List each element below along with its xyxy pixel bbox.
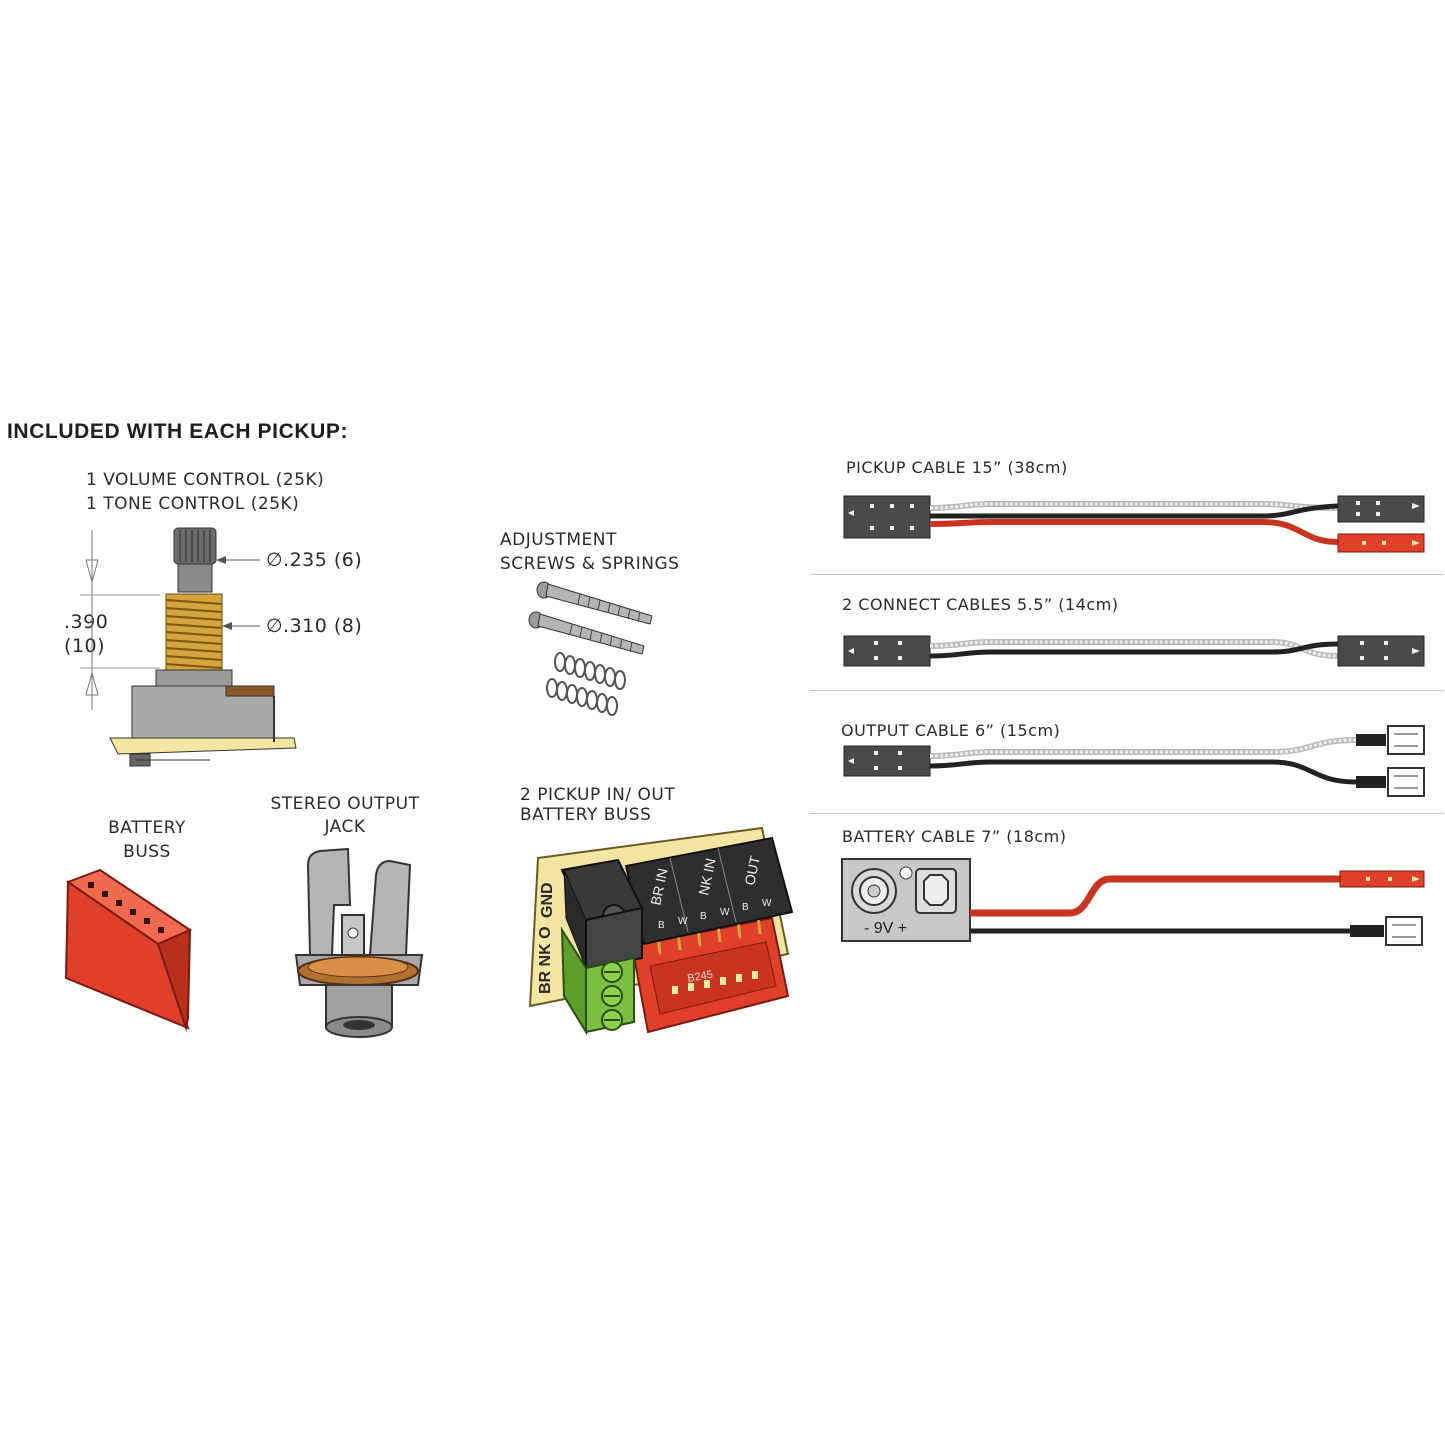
cable-divider bbox=[810, 574, 1444, 575]
connect-cable-illustration bbox=[843, 635, 1425, 667]
jack-label-line1: STEREO OUTPUT bbox=[270, 794, 420, 814]
io-buss-part-number: B245 bbox=[686, 969, 713, 985]
cable-label-pickup: PICKUP CABLE 15” (38cm) bbox=[846, 458, 1068, 477]
cable-label-output: OUTPUT CABLE 6” (15cm) bbox=[841, 721, 1061, 740]
dimension-height-mm: (10) bbox=[64, 635, 106, 657]
io-buss-col-label-nk: NK IN bbox=[695, 857, 718, 897]
cable-divider bbox=[810, 813, 1444, 814]
dimension-height-inches: .390 bbox=[64, 611, 109, 633]
io-buss-pin-label: W bbox=[762, 898, 772, 909]
pickup-cable-illustration bbox=[843, 495, 1425, 553]
dimension-shaft-diameter: ∅.235 (6) bbox=[266, 549, 363, 571]
cable-label-battery: BATTERY CABLE 7” (18cm) bbox=[842, 827, 1067, 846]
io-buss-label-line1: 2 PICKUP IN/ OUT bbox=[520, 785, 676, 805]
screws-springs-illustration bbox=[528, 581, 653, 716]
stereo-jack-illustration bbox=[294, 847, 424, 1038]
potentiometer-illustration bbox=[80, 527, 297, 767]
screw-1 bbox=[536, 581, 653, 625]
battery-buss-label-line2: BUSS bbox=[123, 842, 171, 862]
io-buss-pin-label: W bbox=[720, 907, 730, 918]
io-buss-pin-label: B bbox=[742, 902, 749, 913]
controls-label-tone: 1 TONE CONTROL (25K) bbox=[86, 494, 300, 514]
io-buss-col-label-br: BR IN bbox=[647, 867, 670, 907]
io-buss-illustration: B245 BR IN NK IN OUT B W B W B W BR NK O… bbox=[528, 826, 794, 1036]
screw-2 bbox=[528, 611, 645, 655]
cable-label-connect: 2 CONNECT CABLES 5.5” (14cm) bbox=[842, 595, 1119, 614]
spring-1 bbox=[554, 652, 626, 690]
output-cable-illustration bbox=[843, 725, 1425, 797]
battery-cable-illustration: - 9V + bbox=[841, 858, 1425, 946]
io-buss-label-line2: BATTERY BUSS bbox=[520, 805, 652, 825]
io-buss-side-label-gnd: GND bbox=[539, 882, 556, 918]
jack-label-line2: JACK bbox=[324, 817, 366, 837]
dimension-thread-diameter: ∅.310 (8) bbox=[266, 615, 363, 637]
io-buss-side-label-pickups: BR NK O bbox=[537, 926, 554, 994]
battery-buss-illustration bbox=[64, 868, 193, 1032]
battery-clip-polarity-text: - 9V + bbox=[864, 920, 907, 937]
io-buss-col-label-out: OUT bbox=[741, 854, 763, 887]
io-buss-pin-label: B bbox=[700, 911, 707, 922]
screws-label-line1: ADJUSTMENT bbox=[500, 530, 617, 550]
cable-divider bbox=[810, 690, 1444, 691]
page-heading: INCLUDED WITH EACH PICKUP: bbox=[7, 420, 349, 443]
spring-2 bbox=[546, 678, 618, 716]
screws-label-line2: SCREWS & SPRINGS bbox=[500, 554, 680, 574]
io-buss-pin-label: W bbox=[678, 916, 688, 927]
controls-label-volume: 1 VOLUME CONTROL (25K) bbox=[86, 470, 325, 490]
battery-buss-label-line1: BATTERY bbox=[108, 818, 186, 838]
io-buss-pin-label: B bbox=[658, 920, 665, 931]
